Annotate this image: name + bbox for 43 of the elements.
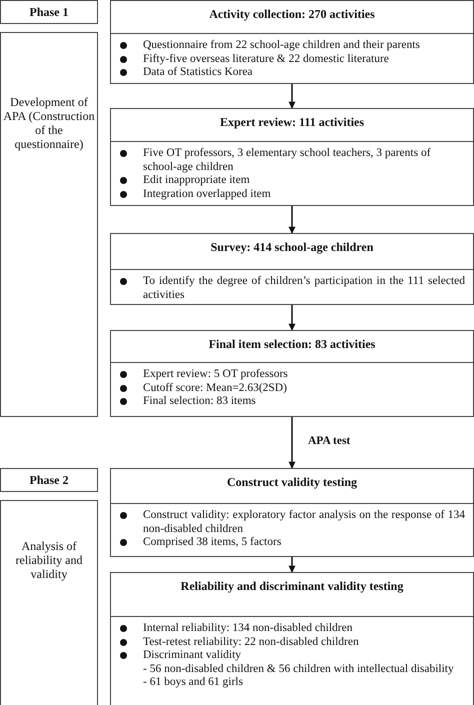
bullet-text: Cutoff score: Mean=2.63(2SD) [143,382,288,395]
bullet-text: Construct validity: exploratory factor analysis on the response of 134 non-disabled children [143,509,465,536]
bullet-text: Test-retest reliability: 22 non-disabled children [143,636,360,649]
arrow [288,84,296,109]
sub-item-text: - 56 non-disabled children & 56 children with intellectual disability [143,662,455,676]
process-box [110,0,474,84]
arrow [288,305,296,331]
arrow [288,557,296,573]
bullet-text: Data of Statistics Korea [143,66,254,80]
phase-box [0,0,98,24]
phase-box [0,468,98,492]
box-heading: Expert review: 111 activities [111,109,473,142]
bullet-text: Five OT professors, 3 elementary school teachers, 3 parents of school-age children [143,147,432,174]
box-heading: Construct validity testing [111,469,473,504]
phase-description-box [0,500,98,705]
phase-label: Phase 1 [30,5,68,19]
phase-description: Analysis of reliability and validity [14,539,84,581]
bullet-text: Final selection: 83 items [143,395,257,408]
box-heading: Final item selection: 83 activities [111,331,473,363]
process-box [110,233,474,305]
box-heading: Survey: 414 school-age children [111,234,473,270]
arrow [288,417,296,469]
process-box [110,330,474,417]
bullet-text: Fifty-five overseas literature & 22 domestic literature [143,52,390,66]
bullet-text: Questionnaire from 22 school-age children and their parents [143,39,421,52]
bullet-text: Expert review: 5 OT professors [143,368,289,382]
arrow [288,206,296,234]
bullet-text: Integration overlapped item [143,188,272,201]
bullet-text: Edit inappropriate item [143,174,251,188]
bullet-text: Discriminant validity [143,649,242,662]
bullet-text: To identify the degree of children’s participation in the 111 selected activities [143,275,465,302]
edge-label: APA test [306,434,352,446]
phase-label: Phase 2 [30,473,68,487]
box-heading: Activity collection: 270 activities [111,1,473,34]
sub-item-text: - 61 boys and 61 girls [143,676,244,690]
box-heading: Reliability and discriminant validity testing [111,573,473,617]
process-box [110,108,474,206]
bullet-text: Comprised 38 items, 5 factors [143,536,282,550]
process-box [110,572,474,705]
process-box [110,468,474,557]
bullet-text: Internal reliability: 134 non-disabled children [143,622,354,636]
phase-description: Development of APA (Construction of the questionnaire) [2,95,96,151]
phase-description-box [0,32,98,417]
